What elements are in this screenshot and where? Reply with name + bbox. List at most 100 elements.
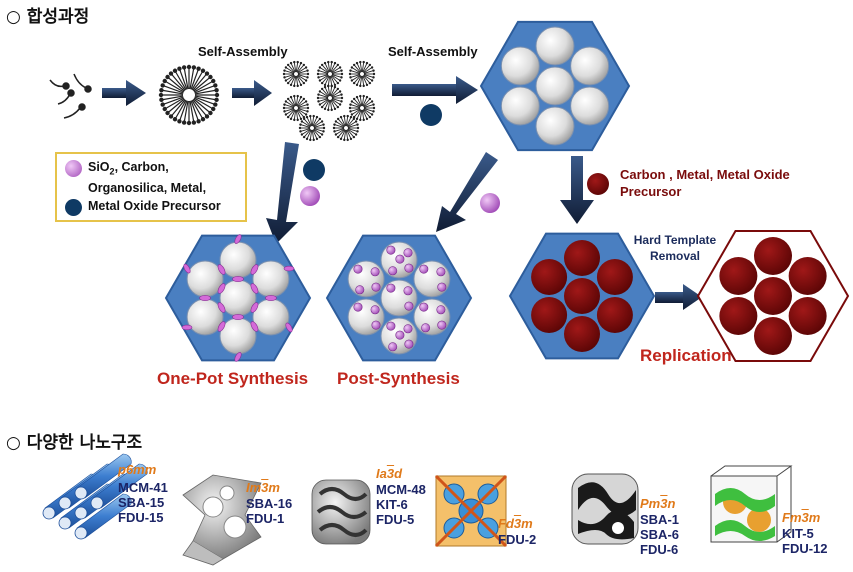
symmetry-label-1: p6mm [118, 462, 157, 477]
structure-6: Fm3m KIT-5 FDU-12 [782, 510, 828, 556]
embedded-particle [403, 286, 413, 296]
wall-particle [283, 265, 295, 272]
replica-pore [596, 297, 633, 333]
hard-template-removal-label: Hard Template Removal [633, 233, 717, 263]
post-pore [347, 298, 385, 336]
purple-dot-postsynthesis [480, 193, 500, 213]
template-pore [535, 66, 575, 106]
embedded-particle [419, 302, 429, 312]
synthesis-diagram [49, 20, 850, 362]
embedded-particle [437, 282, 447, 292]
post-synthesis-structure [325, 234, 473, 362]
template-pore [570, 86, 610, 126]
materials-list-4: FDU-2 [498, 532, 537, 547]
template-pore [500, 86, 540, 126]
nanotube-end [74, 486, 88, 500]
nanotube-end [74, 506, 88, 520]
template-pore [570, 46, 610, 86]
embedded-particle [419, 264, 429, 274]
arrow-right-3 [392, 76, 478, 104]
wall-particle [217, 321, 226, 332]
embedded-particle [370, 267, 380, 277]
embedded-particle [353, 302, 363, 312]
symmetry-label-3: Ia3d [376, 466, 403, 481]
navy-precursor-dot [420, 104, 442, 126]
wall-particle [183, 263, 191, 274]
materials-list-1: MCM-41 SBA-15 FDU-15 [118, 480, 168, 525]
replica-pore [596, 259, 633, 295]
materials-list-6: KIT-5 FDU-12 [782, 526, 828, 556]
template-pore [535, 106, 575, 146]
arrow-down-3 [560, 156, 594, 224]
template-pore [535, 26, 575, 66]
wall-particle [232, 276, 244, 282]
legend-line-3: Metal Oxide Precursor [88, 198, 221, 213]
structure-3: Ia3d MCM-48 KIT-6 FDU-5 [376, 466, 426, 527]
symmetry-label-4: Fd3m [498, 516, 533, 531]
arrow-right-1 [102, 80, 146, 106]
wall-particle [250, 321, 259, 332]
wall-particle [265, 295, 277, 301]
structure-1: p6mm MCM-41 SBA-15 FDU-15 [118, 462, 168, 525]
embedded-particle [403, 324, 413, 334]
final-pore [719, 257, 758, 295]
wall-particle [217, 302, 226, 313]
navy-dot-onepot [303, 159, 325, 181]
nanostructure-section-title: ○ 다양한 나노구조 [6, 433, 143, 453]
final-pore [788, 257, 827, 295]
ia3d-gyroid-structure [311, 479, 371, 545]
nanotube-end [58, 516, 72, 530]
embedded-particle [355, 285, 365, 295]
embedded-particle [437, 320, 447, 330]
embedded-particle [395, 254, 405, 264]
embedded-particle [395, 330, 405, 340]
final-replica-structure [696, 230, 850, 362]
wall-particle [181, 324, 193, 331]
final-pore [719, 297, 758, 335]
structure-2: Im3m SBA-16 FDU-1 [246, 480, 292, 526]
self-assembly-label-2: Self-Assembly [388, 44, 478, 59]
final-pore [754, 277, 792, 315]
dark-red-precursor-dot [587, 173, 609, 195]
wall-particle [250, 283, 259, 294]
embedded-particle [436, 305, 446, 315]
wall-particle [217, 283, 226, 294]
replication-label: Replication [640, 346, 732, 365]
embedded-particle [404, 339, 414, 349]
wall-particle [199, 295, 211, 301]
final-pore [788, 297, 827, 335]
embedded-particle [386, 321, 396, 331]
replica-filled-structure [508, 232, 656, 360]
pm3n-structure [571, 473, 639, 545]
self-assembly-label-1: Self-Assembly [198, 44, 288, 59]
embedded-particle [370, 305, 380, 315]
wall-particle [217, 264, 226, 275]
embedded-particle [386, 245, 396, 255]
materials-list-3: MCM-48 KIT-6 FDU-5 [376, 482, 426, 527]
replica-pore [531, 297, 568, 333]
hexagonal-template [479, 20, 631, 152]
one-pot-synthesis-label: One-Pot Synthesis [157, 369, 309, 388]
wall-particle [234, 352, 242, 362]
post-synthesis-label: Post-Synthesis [337, 369, 460, 388]
symmetry-label-5: Pm3n [640, 496, 676, 511]
fm3m-structure [710, 465, 793, 543]
structure-5: Pm3n SBA-1 SBA-6 FDU-6 [640, 496, 679, 557]
embedded-particle [404, 263, 414, 273]
embedded-particle [371, 320, 381, 330]
embedded-particle [386, 283, 396, 293]
nanotube-end [74, 526, 88, 540]
legend-row-2: Metal Oxide Precursor [65, 198, 237, 216]
purple-dot-onepot [300, 186, 320, 206]
im3m-structure [182, 474, 262, 566]
arrow-right-4 [655, 284, 702, 310]
navy-legend-dot [65, 198, 82, 216]
precursor-legend: SiO2, Carbon,Organosilica, Metal, Metal … [55, 152, 247, 222]
post-pore [347, 260, 385, 298]
structure-4: Fd3m FDU-2 [498, 516, 536, 547]
legend-line-1: SiO2, Carbon,Organosilica, Metal, [88, 160, 207, 195]
synthesis-section-title: ○ 합성과정 [6, 7, 90, 27]
nanotube [76, 453, 132, 499]
final-pore [754, 317, 792, 355]
arrow-right-2 [232, 80, 272, 106]
